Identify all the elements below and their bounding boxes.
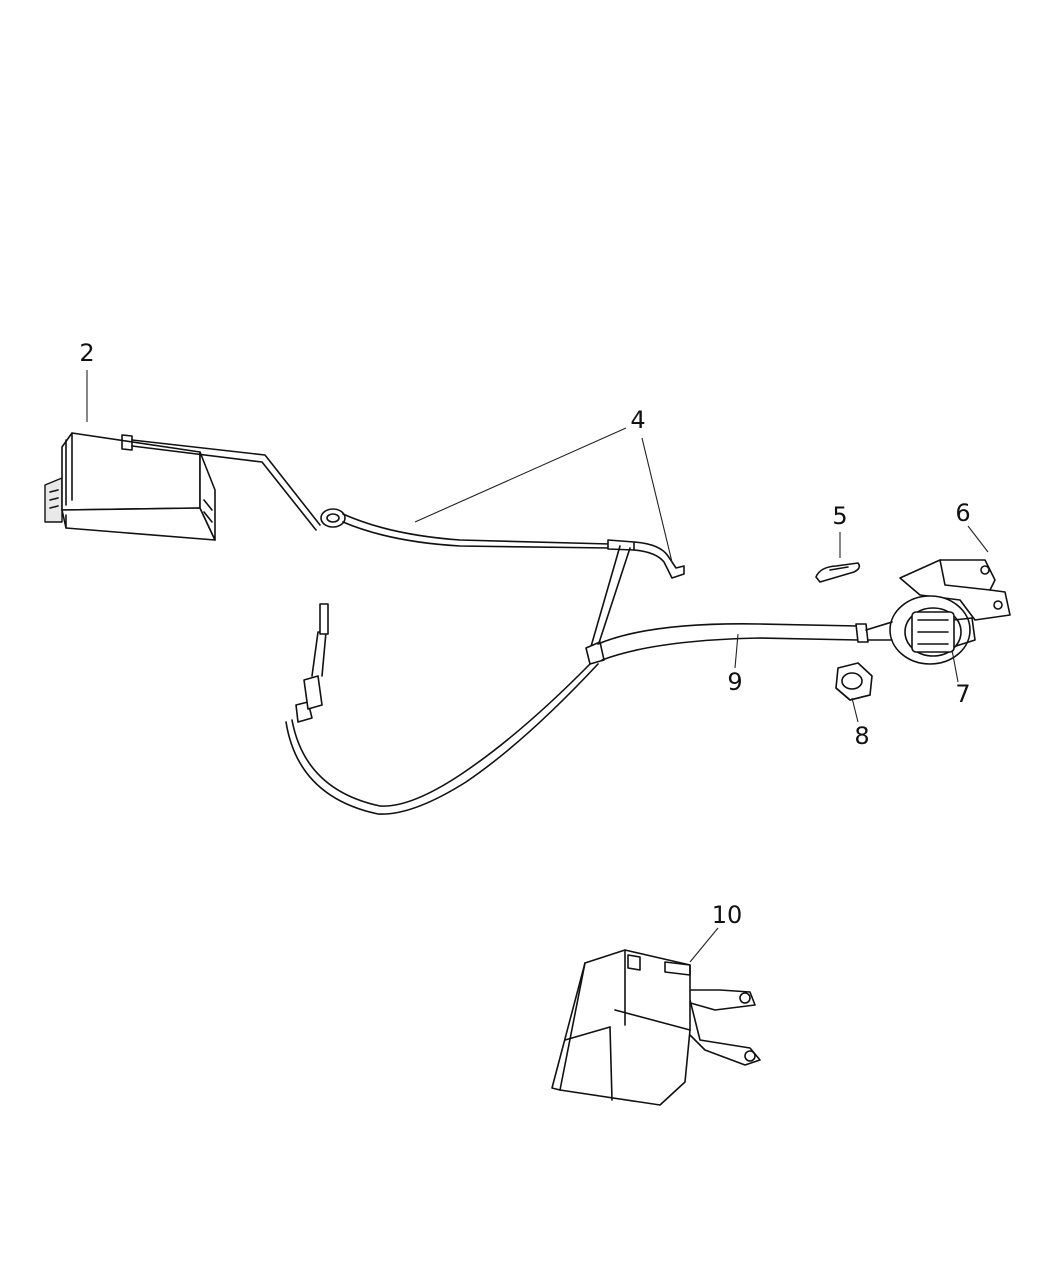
callout-4: 4 — [630, 406, 645, 434]
callout-9: 9 — [727, 668, 742, 696]
callout-2: 2 — [79, 339, 94, 367]
part-2-module — [44, 432, 216, 541]
callout-10: 10 — [712, 901, 743, 929]
callout-5: 5 — [832, 502, 847, 530]
callout-7: 7 — [955, 680, 970, 708]
part-10-module — [551, 949, 761, 1106]
part-4-cable — [131, 439, 685, 579]
part-5-clip — [815, 562, 861, 583]
callout-8: 8 — [854, 722, 869, 750]
part-7-connector — [865, 595, 976, 665]
callout-6: 6 — [955, 499, 970, 527]
part-8-nut — [835, 662, 873, 701]
part-9-harness — [285, 545, 869, 815]
leader-lines — [86, 370, 989, 963]
